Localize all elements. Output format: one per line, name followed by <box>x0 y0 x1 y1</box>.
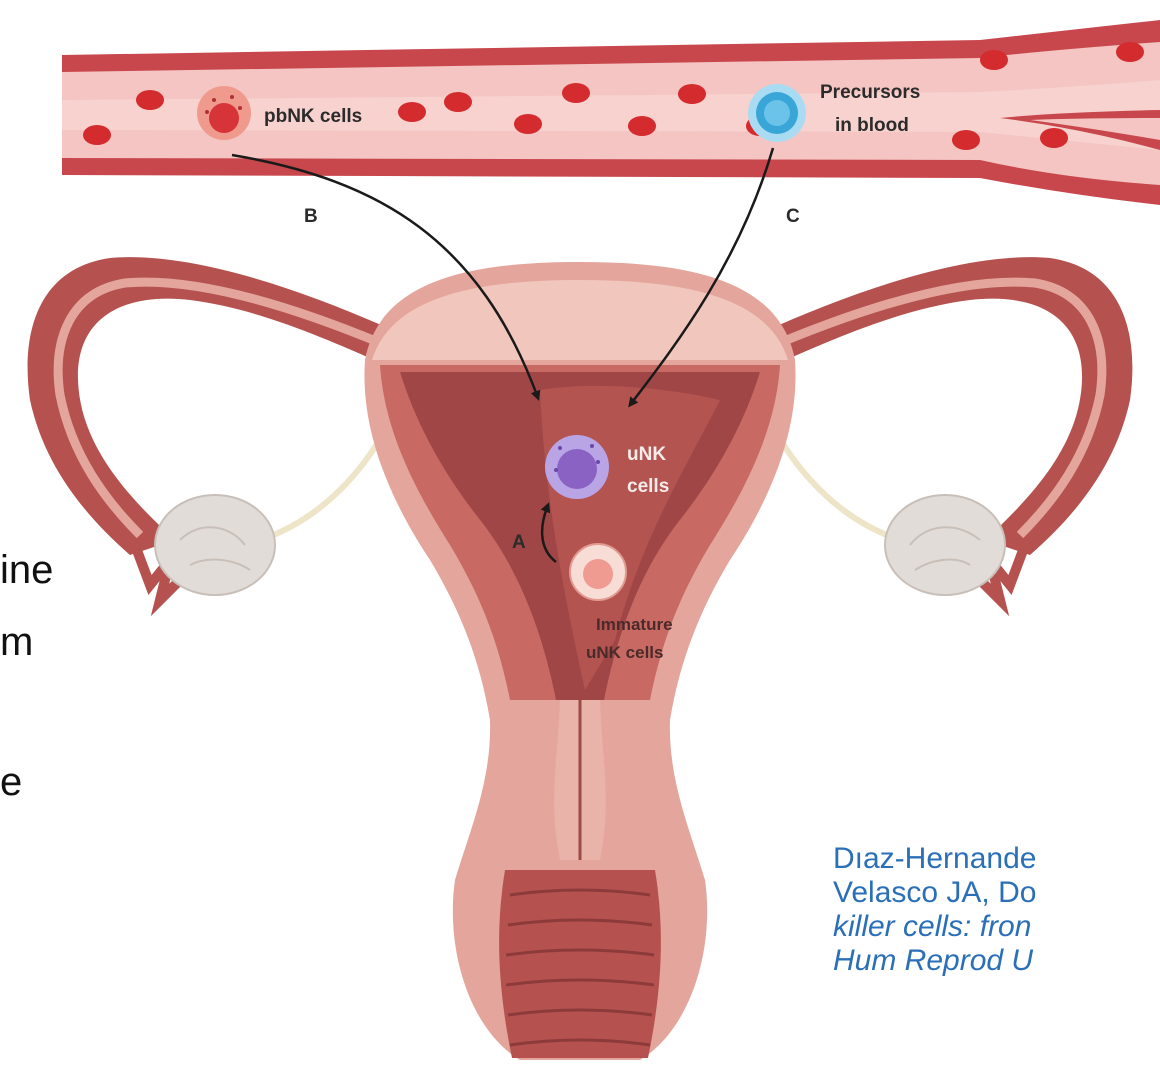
precursors-label-line2: in blood <box>835 115 909 136</box>
unk-cell <box>545 435 609 499</box>
citation: Dıaz-Hernande Velasco JA, Do killer cell… <box>833 842 1160 978</box>
vaginal-canal <box>499 870 661 1058</box>
red-blood-cell <box>1040 128 1068 148</box>
red-blood-cell <box>444 92 472 112</box>
slide-text-fragment-1: ine <box>0 550 53 590</box>
precursor-cell <box>748 84 806 142</box>
red-blood-cell <box>514 114 542 134</box>
red-blood-cell <box>398 102 426 122</box>
slide-text-fragment-3: e <box>0 762 22 802</box>
precursors-label-line1: Precursors <box>820 82 920 103</box>
citation-line-4: Hum Reprod U <box>833 944 1160 978</box>
red-blood-cell <box>678 84 706 104</box>
immature-label-line1: Immature <box>596 615 673 634</box>
unk-label-line2: cells <box>627 476 669 497</box>
pbnk-label: pbNK cells <box>264 106 362 127</box>
blood-vessel: pbNK cells Precursors in blood <box>62 20 1160 205</box>
red-blood-cell <box>1116 42 1144 62</box>
citation-line-1: Dıaz-Hernande <box>833 842 1160 876</box>
slide-text-fragment-2: m <box>0 622 33 662</box>
red-blood-cell <box>952 130 980 150</box>
path-c-label: C <box>786 206 800 227</box>
immature-unk-cell <box>570 544 626 600</box>
red-blood-cell <box>83 125 111 145</box>
citation-line-3: killer cells: fron <box>833 910 1160 944</box>
right-ovary <box>885 495 1005 595</box>
immature-label-line2: uNK cells <box>586 643 663 662</box>
pbnk-cell <box>197 86 251 140</box>
red-blood-cell <box>562 83 590 103</box>
citation-line-2: Velasco JA, Do <box>833 876 1160 910</box>
red-blood-cell <box>628 116 656 136</box>
path-b-label: B <box>304 206 318 227</box>
path-a-label: A <box>512 532 526 553</box>
red-blood-cell <box>980 50 1008 70</box>
red-blood-cell <box>136 90 164 110</box>
unk-label-line1: uNK <box>627 444 666 465</box>
left-ovary <box>155 495 275 595</box>
